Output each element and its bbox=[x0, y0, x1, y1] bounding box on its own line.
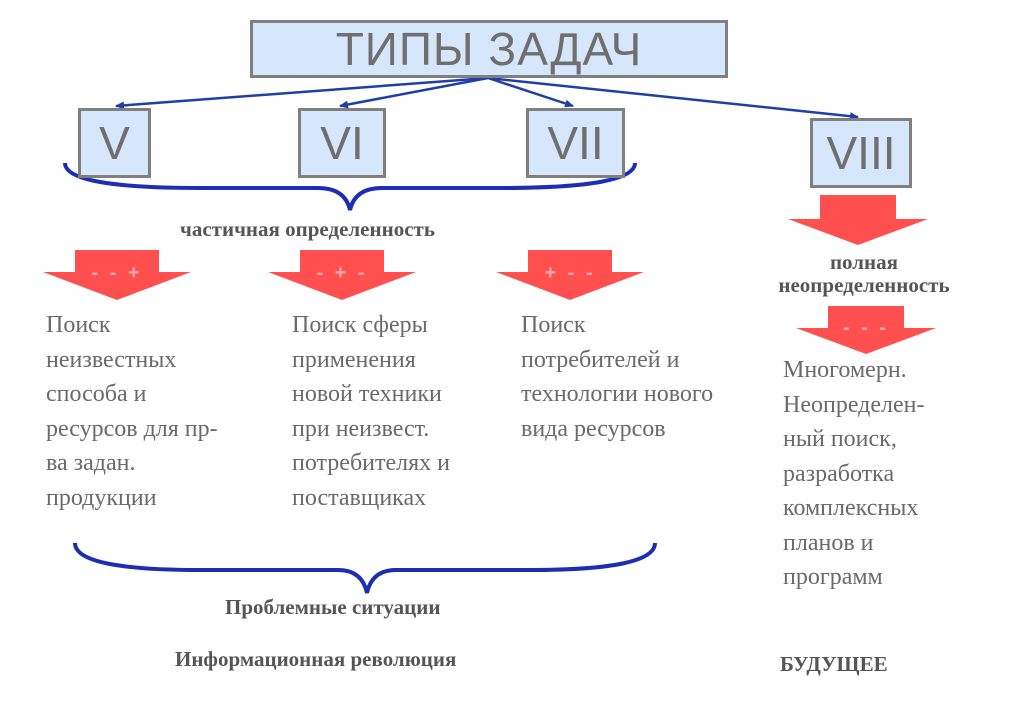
type-box-v: V bbox=[78, 108, 151, 178]
problem-situations-label: Проблемные ситуации bbox=[225, 595, 441, 619]
description-viii: Многомерн. Неопределен- ный поиск, разра… bbox=[783, 357, 925, 590]
type-box-viii: VIII bbox=[810, 118, 912, 188]
description-vii: Поиск потребителей и технологии нового в… bbox=[521, 312, 714, 442]
full-uncertainty-label-line1: полная bbox=[829, 250, 899, 274]
full-uncertainty-label-line2: неопределенность bbox=[778, 273, 950, 297]
down-arrow-v bbox=[43, 250, 191, 300]
arrow-sign-viii: - - - bbox=[842, 317, 890, 339]
down-arrow-viii-bottom bbox=[796, 306, 936, 354]
down-arrow-viii-top bbox=[788, 195, 928, 245]
arrow-sign-vii: + - - bbox=[544, 262, 596, 284]
information-revolution-label: Информационная революция bbox=[175, 647, 457, 671]
type-box-vii: VII bbox=[526, 108, 625, 178]
connector-to-vii bbox=[487, 76, 574, 108]
connector-to-viii bbox=[487, 76, 859, 121]
connector-to-vi bbox=[339, 76, 489, 109]
arrow-sign-v: - - + bbox=[91, 262, 143, 284]
diagram-title: ТИПЫ ЗАДАЧ bbox=[250, 20, 728, 78]
description-vi: Поиск сферы применения новой техники при… bbox=[292, 312, 451, 511]
future-label: БУДУЩЕЕ bbox=[780, 652, 888, 676]
partial-certainty-label: частичная определенность bbox=[180, 217, 435, 241]
down-arrow-vi bbox=[268, 250, 416, 300]
type-box-vi: VI bbox=[298, 108, 386, 178]
top-brace bbox=[63, 162, 637, 211]
down-arrow-vii bbox=[496, 250, 644, 300]
connector-to-v bbox=[115, 76, 489, 110]
description-v: Поиск неизвестных способа и ресурсов для… bbox=[46, 312, 218, 511]
bottom-brace bbox=[73, 542, 657, 594]
arrow-sign-vi: - + - bbox=[316, 262, 368, 284]
